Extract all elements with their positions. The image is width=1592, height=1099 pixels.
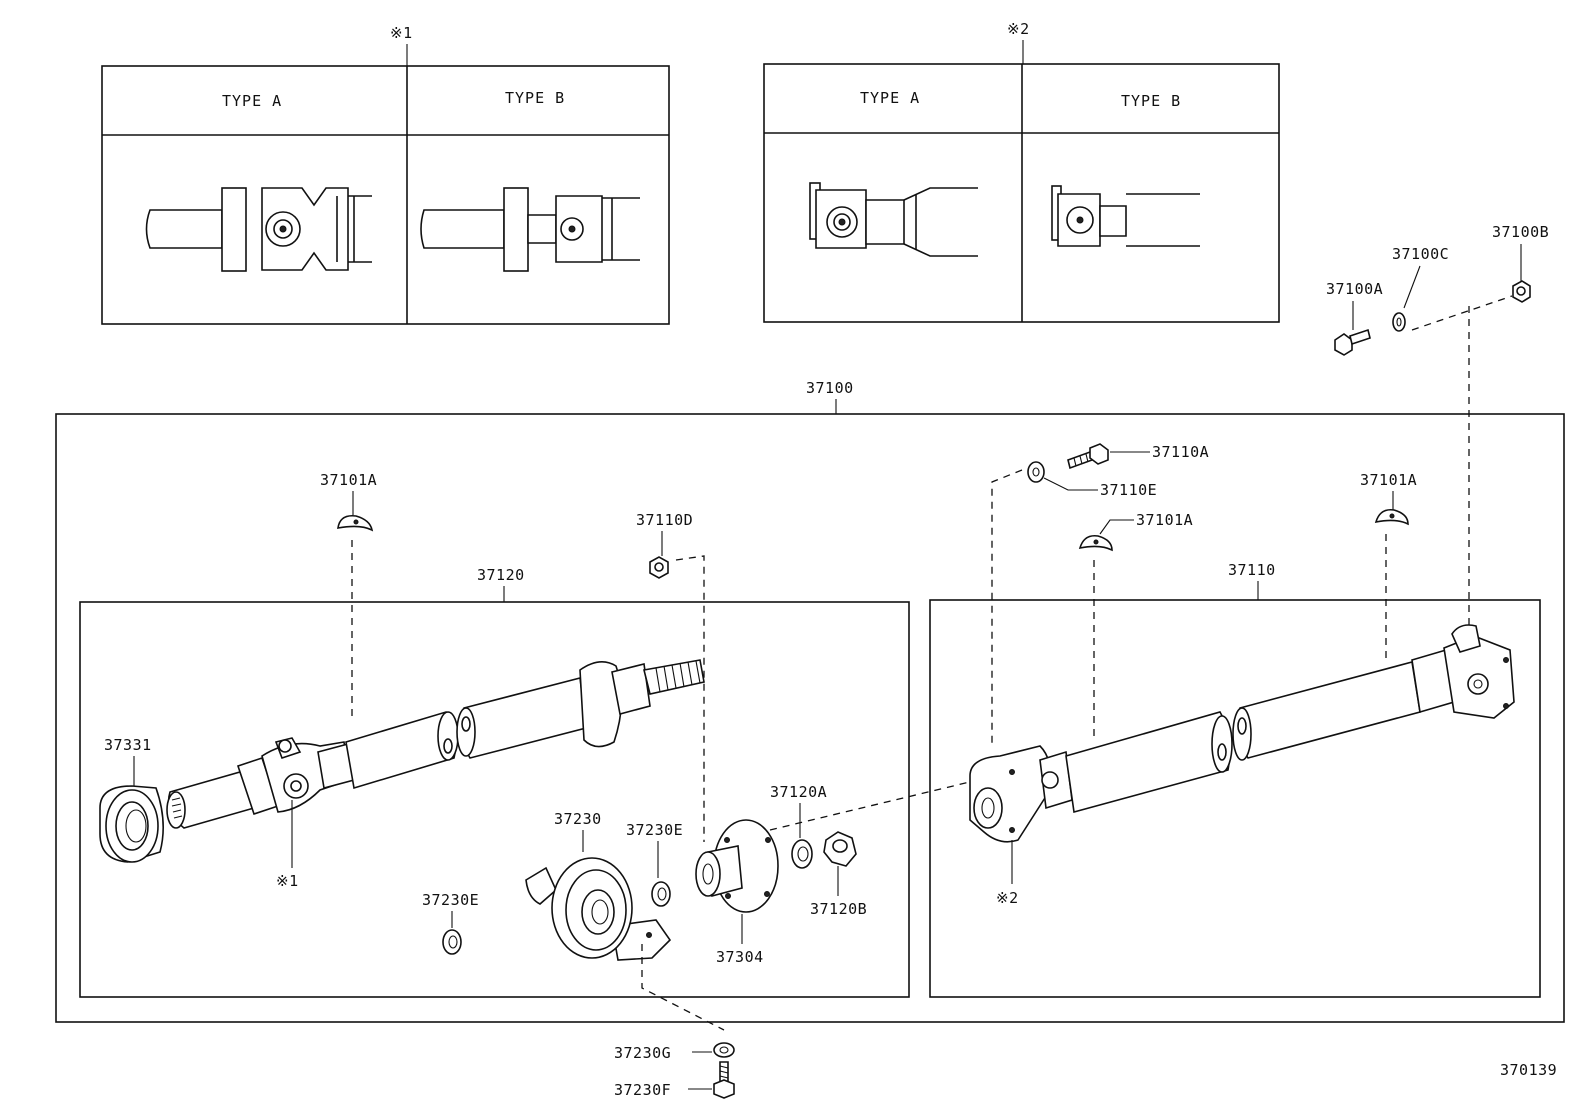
front-driveshaft-37120 xyxy=(166,659,705,829)
dust-deflector-37331-icon xyxy=(99,785,164,863)
spacer-37230e-left-icon xyxy=(442,929,462,955)
center-bearing-37230-icon xyxy=(525,857,672,961)
label-37110a: 37110A xyxy=(1152,443,1209,461)
washer-37110e-icon xyxy=(1027,461,1045,483)
label-37100b: 37100B xyxy=(1492,223,1549,241)
diagram-code: 370139 xyxy=(1500,1061,1557,1079)
label-37101a-center: 37101A xyxy=(1136,511,1193,529)
label-37120b: 37120B xyxy=(810,900,867,918)
label-37110d: 37110D xyxy=(636,511,693,529)
inset-1-type-b-joint xyxy=(420,187,640,272)
inset-1-type-a-header: TYPE A xyxy=(222,92,282,110)
label-37331: 37331 xyxy=(104,736,152,754)
washer-37100c-icon xyxy=(1392,312,1406,332)
balance-weight-37101a-center-icon xyxy=(1078,534,1113,552)
bolt-37110a-icon xyxy=(1067,443,1109,470)
inset-1-frame xyxy=(101,65,670,325)
label-37120: 37120 xyxy=(477,566,525,584)
inset-2-type-b-header: TYPE B xyxy=(1121,92,1181,110)
nut-37120b-icon xyxy=(823,831,857,867)
label-37230e-right: 37230E xyxy=(626,821,683,839)
spacer-37230e-right-icon xyxy=(651,881,671,907)
bolt-37230f-icon xyxy=(713,1061,735,1099)
inset-2: ※2 TYPE A TYPE B xyxy=(763,20,1280,323)
rear-driveshaft-37110 xyxy=(969,624,1515,843)
bolt-37100a-icon xyxy=(1334,328,1371,356)
label-37230e-left: 37230E xyxy=(422,891,479,909)
label-37110e: 37110E xyxy=(1100,481,1157,499)
inset-2-mark: ※2 xyxy=(1007,20,1030,38)
inset-1-mark: ※1 xyxy=(390,24,413,42)
label-joint-mark-2: ※2 xyxy=(996,889,1019,907)
label-37230f: 37230F xyxy=(614,1081,671,1099)
inset-1-type-a-joint xyxy=(145,187,372,272)
label-37101a-right: 37101A xyxy=(1360,471,1417,489)
flange-37304-icon xyxy=(695,819,779,913)
inset-2-type-b-joint xyxy=(1051,185,1200,247)
label-37100: 37100 xyxy=(806,379,854,397)
inset-1: ※1 TYPE A TYPE B xyxy=(101,24,670,325)
label-37230g: 37230G xyxy=(614,1044,671,1062)
inset-2-type-a-joint xyxy=(809,182,978,257)
washer-37120a-icon xyxy=(791,839,813,869)
rear-shaft-37110-frame xyxy=(929,599,1541,998)
nut-37100b-icon xyxy=(1512,280,1531,303)
label-37304: 37304 xyxy=(716,948,764,966)
label-37100c: 37100C xyxy=(1392,245,1449,263)
label-37100a: 37100A xyxy=(1326,280,1383,298)
inset-1-type-b-header: TYPE B xyxy=(505,89,565,107)
washer-37230g-icon xyxy=(713,1042,735,1058)
assembly-37100-frame xyxy=(55,413,1565,1023)
inset-2-type-a-header: TYPE A xyxy=(860,89,920,107)
label-37230: 37230 xyxy=(554,810,602,828)
label-joint-mark-1: ※1 xyxy=(276,872,299,890)
balance-weight-37101a-left-icon xyxy=(337,514,374,532)
balance-weight-37101a-right-icon xyxy=(1374,508,1409,526)
front-shaft-37120-frame xyxy=(79,601,910,998)
rear-joint-hardware: 37100B 37100C 37100A xyxy=(1326,223,1549,630)
nut-37110d-icon xyxy=(649,556,669,579)
label-37110: 37110 xyxy=(1228,561,1276,579)
label-37120a: 37120A xyxy=(770,783,827,801)
label-37101a-left: 37101A xyxy=(320,471,377,489)
